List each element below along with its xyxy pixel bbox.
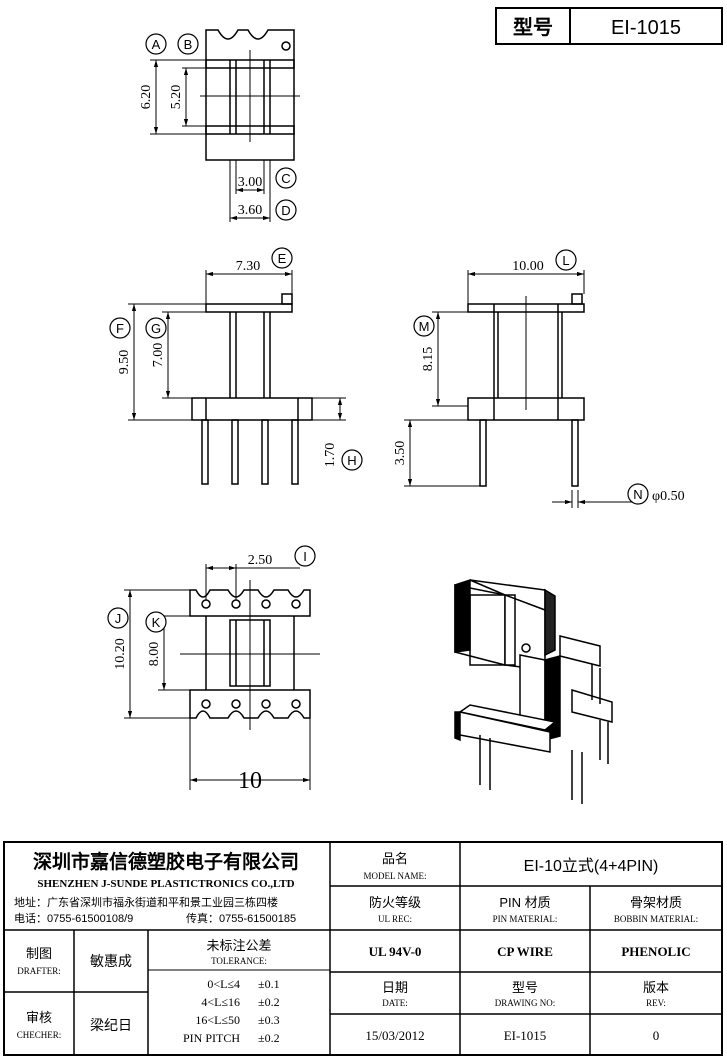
tolerance-value: ±0.3 [258,1013,280,1027]
callout-L: L [562,253,569,268]
callout-I: I [303,549,307,564]
tolerance-value: ±0.2 [258,1031,280,1045]
drawing-no-value: EI-1015 [504,1028,547,1043]
rev-value: 0 [653,1028,660,1043]
tolerance-range: 4<L≤16 [201,995,240,1009]
callout-N: N [633,487,642,502]
model-name-en: MODEL NAME: [364,871,427,881]
callout-labels: A B C D E F G H I J K L M N [115,37,643,630]
tolerance-range: 0<L≤4 [207,977,240,991]
tolerance-en: TOLERANCE: [211,956,267,966]
tolerance-value: ±0.1 [258,977,280,991]
front-view [128,270,346,485]
bottom-view-labels: 2.50 10.20 8.00 10 [113,553,272,794]
tolerance-range: PIN PITCH [183,1031,240,1045]
dim-I: 2.50 [248,553,273,568]
callout-G: G [151,321,161,336]
pin-material-cn: PIN 材质 [499,895,550,910]
dim-K: 8.00 [147,642,162,667]
rev-cn: 版本 [643,980,669,995]
callout-E: E [278,251,287,266]
dim-N: φ0.50 [652,489,685,504]
date-en: DATE: [382,998,408,1008]
company-block: 深圳市嘉信德塑胶电子有限公司 SHENZHEN J-SUNDE PLASTICT… [14,850,299,925]
date-cn: 日期 [382,980,408,995]
header-model-box: 型号 EI-1015 [495,7,723,45]
dim-width: 10 [238,768,262,794]
callout-J: J [115,611,122,626]
ul-rec-en: UL REC: [378,914,412,924]
dim-L: 10.00 [512,259,544,274]
title-block-grid [3,841,723,1056]
bobbin-material-cn: 骨架材质 [630,895,682,910]
checker-cn: 审核 [26,1010,52,1025]
isometric-view [454,578,613,804]
callouts [107,33,649,633]
tolerance-cn: 未标注公差 [206,938,271,953]
pin-material-en: PIN MATERIAL: [493,914,558,924]
dim-M: 8.15 [421,347,436,372]
dim-G: 7.00 [151,343,166,368]
dim-E: 7.30 [236,259,261,274]
tolerance-range: 16<L≤50 [195,1013,240,1027]
dim-B: 5.20 [169,85,184,110]
dim-C: 3.00 [238,175,263,190]
dim-F: 9.50 [117,350,132,375]
company-address: 地址：广东省深圳市福永街道和平和景工业园三栋四楼 [14,895,278,909]
company-tel: 电话：0755-61500108/9 [14,912,133,925]
bottom-view [124,564,320,790]
dim-J: 10.20 [113,638,128,670]
bobbin-material-en: BOBBIN MATERIAL: [614,914,698,924]
callout-F: F [116,321,124,336]
checker-value: 梁纪日 [90,1017,132,1033]
callout-K: K [152,615,161,630]
bobbin-material-value: PHENOLIC [621,944,690,959]
callout-C: C [281,171,290,186]
drafter-cn: 制图 [26,946,52,961]
company-fax: 传真：0755-61500185 [186,911,296,925]
dim-H: 1.70 [323,443,338,468]
drawing-no-cn: 型号 [512,980,538,995]
drafter-value: 敏惠成 [90,953,132,969]
drafter-en: DRAFTER: [17,966,61,976]
pin-material-value: CP WIRE [497,944,553,959]
dim-D: 3.60 [238,203,263,218]
side-view-labels: 10.00 8.15 3.50 φ0.50 [393,259,685,504]
checker-en: CHECHER: [17,1030,62,1040]
model-name-value: EI-10立式(4+4PIN) [524,857,659,875]
dim-pin-length: 3.50 [393,441,408,466]
dim-A: 6.20 [139,85,154,110]
date-value: 15/03/2012 [365,1028,424,1043]
top-view [150,29,300,222]
title-block-cells: 品名 MODEL NAME: EI-10立式(4+4PIN) 防火等级 UL R… [17,851,698,1045]
callout-H: H [347,453,356,468]
side-view [404,270,640,508]
header-model-label: 型号 [513,16,553,39]
callout-D: D [281,203,290,218]
company-name-cn: 深圳市嘉信德塑胶电子有限公司 [33,850,299,873]
header-model-value: EI-1015 [611,17,681,39]
top-view-labels: 6.20 5.20 3.00 3.60 [139,85,262,218]
tolerance-value: ±0.2 [258,995,280,1009]
model-name-cn: 品名 [382,851,408,866]
callout-A: A [152,37,161,52]
company-name-en: SHENZHEN J-SUNDE PLASTICTRONICS CO.,LTD [37,878,294,890]
callout-B: B [184,37,193,52]
ul-rec-value: UL 94V-0 [369,944,422,959]
callout-M: M [419,319,430,334]
tolerance-table: 0<L≤4 ±0.1 4<L≤16 ±0.2 16<L≤50 ±0.3 PIN … [183,977,280,1045]
rev-en: REV: [646,998,666,1008]
front-view-labels: 7.30 9.50 7.00 1.70 [117,259,338,467]
drawing-no-en: DRAWING NO: [495,998,556,1008]
ul-rec-cn: 防火等级 [369,895,421,910]
